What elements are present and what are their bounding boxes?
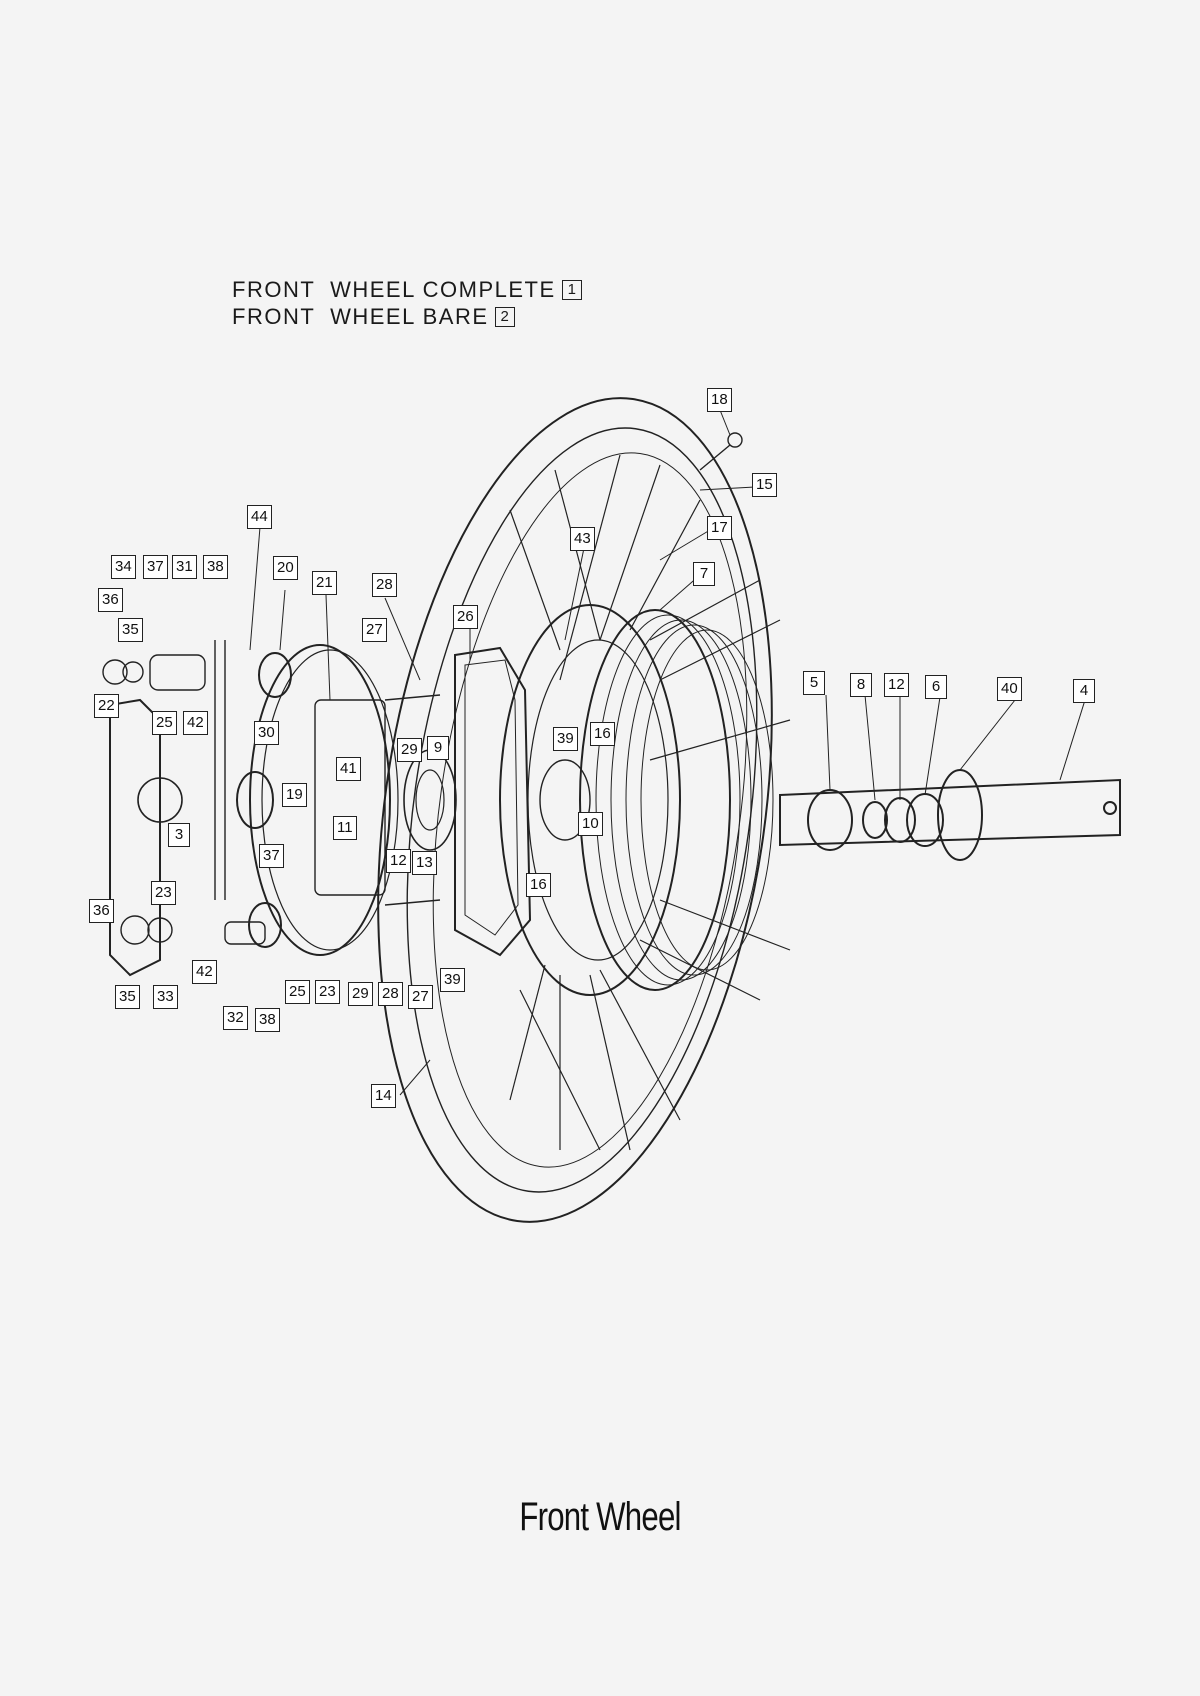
callout-label: 16 (526, 873, 551, 897)
callout-label: 12 (884, 673, 909, 697)
callout-label: 29 (397, 738, 422, 762)
callout-label: 19 (282, 783, 307, 807)
callout-label: 7 (693, 562, 715, 586)
callout-label: 16 (590, 722, 615, 746)
brake-linkage (102, 640, 266, 945)
callout-label: 25 (152, 711, 177, 735)
callout-label: 23 (151, 881, 176, 905)
callout-label: 21 (312, 571, 337, 595)
callout-label: 38 (203, 555, 228, 579)
callout-label: 9 (427, 736, 449, 760)
callout-label: 14 (371, 1084, 396, 1108)
callout-label: 35 (115, 985, 140, 1009)
callout-label: 31 (172, 555, 197, 579)
diagram-header: FRONT WHEEL COMPLETE 1 FRONT WHEEL BARE … (232, 276, 582, 330)
callout-label: 32 (223, 1006, 248, 1030)
callout-label: 27 (362, 618, 387, 642)
callout-label: 17 (707, 516, 732, 540)
callout-label: 43 (570, 527, 595, 551)
tyre-valve (699, 432, 743, 471)
callout-label: 4 (1073, 679, 1095, 703)
callout-label: 34 (111, 555, 136, 579)
callout-label: 11 (333, 816, 357, 840)
callout-label: 30 (254, 721, 279, 745)
callout-label: 39 (553, 727, 578, 751)
callout-label: 35 (118, 618, 143, 642)
callout-label: 3 (168, 823, 190, 847)
callout-label: 20 (273, 556, 298, 580)
callout-label: 36 (89, 899, 114, 923)
callout-label: 40 (997, 677, 1022, 701)
brake-shoe-plate (384, 646, 532, 957)
header-line-complete: FRONT WHEEL COMPLETE 1 (232, 276, 582, 303)
callout-label: 8 (850, 673, 872, 697)
brake-back-plate (236, 644, 399, 956)
callout-label: 33 (153, 985, 178, 1009)
callout-label: 23 (315, 980, 340, 1004)
callout-label: 10 (578, 812, 603, 836)
callout-label: 27 (408, 985, 433, 1009)
callout-label: 26 (453, 605, 478, 629)
callout-label: 15 (752, 473, 777, 497)
header-line2-text: FRONT WHEEL BARE (232, 304, 489, 329)
callout-label: 37 (143, 555, 168, 579)
callout-label: 36 (98, 588, 123, 612)
front-axle (779, 769, 1121, 861)
callout-label: 22 (94, 694, 119, 718)
callout-label: 28 (372, 573, 397, 597)
callout-label: 13 (412, 851, 437, 875)
callout-label: 29 (348, 982, 373, 1006)
diagram-caption: Front Wheel (519, 1495, 681, 1539)
callout-label: 6 (925, 675, 947, 699)
callout-label: 44 (247, 505, 272, 529)
cover-plate (109, 698, 183, 977)
callout-label: 42 (183, 711, 208, 735)
header-line1-ref: 1 (561, 279, 582, 300)
wheel-rim (377, 397, 773, 1223)
callout-label: 28 (378, 982, 403, 1006)
callout-label: 41 (336, 757, 361, 781)
header-line2-ref: 2 (494, 306, 515, 327)
callout-label: 42 (192, 960, 217, 984)
header-line-bare: FRONT WHEEL BARE 2 (232, 303, 582, 330)
callout-label: 37 (259, 844, 284, 868)
hub-drum (499, 604, 774, 996)
callout-label: 12 (386, 849, 411, 873)
callout-label: 39 (440, 968, 465, 992)
leader-lines (249, 409, 1086, 1096)
wheel-spokes (509, 454, 791, 1151)
header-line1-text: FRONT WHEEL COMPLETE (232, 277, 556, 302)
callout-label: 25 (285, 980, 310, 1004)
callout-label: 38 (255, 1008, 280, 1032)
callout-label: 18 (707, 388, 732, 412)
callout-label: 5 (803, 671, 825, 695)
